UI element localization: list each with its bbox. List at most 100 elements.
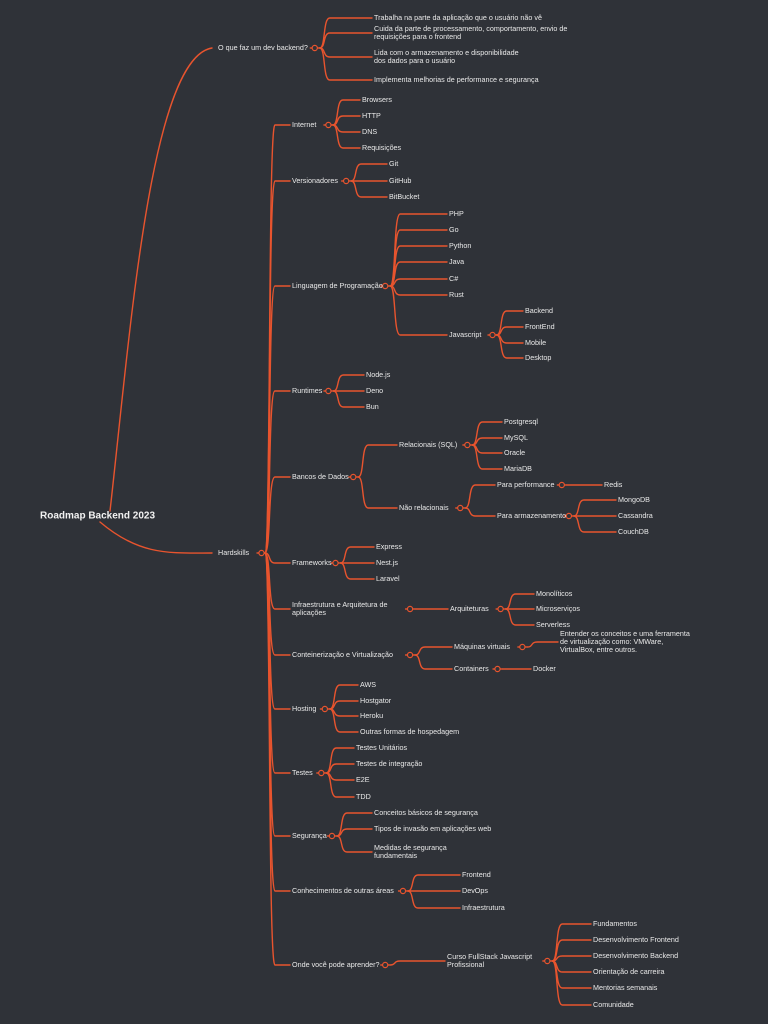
collapse-knob-nao-relacionais[interactable] [457, 504, 464, 512]
edge-relacionais [357, 444, 398, 478]
edge-express [339, 546, 375, 564]
collapse-knob-internet[interactable] [325, 121, 332, 129]
node-mongodb: MongoDB [618, 495, 650, 504]
edge-git [350, 163, 388, 182]
node-orientacao: Orientação de carreira [593, 967, 665, 976]
node-postgresql: Postgresql [504, 417, 538, 426]
edge-containers [414, 654, 453, 670]
node-express: Express [376, 542, 402, 551]
node-hosting: Hosting [292, 704, 316, 713]
collapse-knob-containers[interactable] [494, 665, 501, 673]
edge-o-que-faz [109, 47, 213, 512]
node-git: Git [389, 159, 398, 168]
edge-mysql [471, 437, 503, 446]
node-laravel: Laravel [376, 574, 400, 583]
node-integracao: Testes de integração [356, 759, 422, 768]
collapse-knob-conhecimentos[interactable] [399, 887, 407, 895]
collapse-knob-maquinas-virtuais[interactable] [519, 643, 526, 651]
node-devops: DevOps [462, 886, 488, 895]
edge-hardskills [99, 521, 213, 554]
node-monoliticos: Monolíticos [536, 589, 573, 598]
edge-tipos-invasao [336, 828, 373, 837]
node-linguagem: Linguagem de Programação [292, 281, 383, 290]
collapse-knob-testes[interactable] [318, 769, 325, 777]
collapse-knob-linguagem[interactable] [382, 282, 389, 290]
node-requisicoes: Requisições [362, 143, 402, 152]
node-mentorias: Mentorias semanais [593, 983, 658, 992]
node-bun: Bun [366, 402, 379, 411]
edge-java [389, 261, 448, 287]
collapse-knob-para-armazenamento[interactable] [565, 512, 573, 520]
collapse-knob-curso[interactable] [544, 957, 551, 965]
collapse-knob-hardskills[interactable] [258, 549, 265, 557]
edge-cuida [319, 32, 373, 49]
edge-implementa [319, 47, 373, 81]
node-mobile: Mobile [525, 338, 546, 347]
node-cassandra: Cassandra [618, 511, 653, 520]
node-arquiteturas: Arquiteturas [450, 604, 489, 613]
node-bancos: Bancos de Dados [292, 472, 349, 481]
node-dev-frontend: Desenvolvimento Frontend [593, 935, 679, 944]
edge-python [389, 245, 448, 287]
edge-go [389, 229, 448, 287]
node-infra: Infraestrutura [462, 903, 505, 912]
collapse-knob-hosting[interactable] [321, 705, 329, 713]
collapse-knob-javascript[interactable] [489, 331, 496, 339]
edge-nao-relacionais [357, 476, 398, 509]
node-aws: AWS [360, 680, 376, 689]
node-github: GitHub [389, 176, 411, 185]
node-browsers: Browsers [362, 95, 392, 104]
edge-couchdb [573, 515, 617, 533]
collapse-knob-infraestrutura[interactable] [406, 605, 414, 613]
node-redis: Redis [604, 480, 623, 489]
edge-javascript [389, 285, 448, 336]
node-frontend: FrontEnd [525, 322, 555, 331]
edge-laravel [339, 562, 375, 580]
node-onde-aprender: Onde você pode aprender? [292, 960, 380, 969]
collapse-knob-seguranca[interactable] [328, 832, 336, 840]
node-microservicos: Microserviços [536, 604, 580, 613]
node-conceitos: Conceitos básicos de segurança [374, 808, 478, 817]
collapse-knob-runtimes[interactable] [325, 387, 332, 395]
node-versionadores: Versionadores [292, 176, 338, 185]
collapse-knob-o-que-faz[interactable] [311, 44, 318, 52]
collapse-knob-para-performance[interactable] [558, 481, 566, 489]
node-csharp: C# [449, 274, 458, 283]
collapse-knob-versionadores[interactable] [342, 177, 350, 185]
edge-comunidade [551, 960, 592, 1006]
node-http: HTTP [362, 111, 381, 120]
collapse-knob-relacionais[interactable] [464, 441, 471, 449]
node-nestjs: Nest.js [376, 558, 398, 567]
node-deno: Deno [366, 386, 383, 395]
node-internet: Internet [292, 120, 316, 129]
edge-ca-frontend [407, 874, 461, 892]
collapse-knob-frameworks[interactable] [332, 559, 339, 567]
node-implementa: Implementa melhorias de performance e se… [374, 75, 539, 84]
collapse-knob-conteinerizacao[interactable] [406, 651, 414, 659]
node-javascript: Javascript [449, 330, 481, 339]
node-conteinerizacao: Conteinerização e Virtualização [292, 650, 393, 659]
node-maquinas-virtuais: Máquinas virtuais [454, 642, 510, 651]
node-hostgator: Hostgator [360, 696, 392, 705]
node-seguranca: Segurança [292, 831, 327, 840]
edge-entender [526, 641, 559, 648]
edge-para-armazenamento [464, 507, 496, 517]
node-unitarios: Testes Unitários [356, 743, 408, 752]
edge-infra [407, 890, 461, 909]
node-cuida: Cuida da parte de processamento, comport… [374, 24, 567, 41]
collapse-knob-bancos[interactable] [350, 473, 357, 481]
node-o-que-faz: O que faz um dev backend? [218, 43, 308, 52]
edge-monoliticos [504, 593, 535, 610]
edge-csharp [389, 278, 448, 287]
node-heroku: Heroku [360, 711, 383, 720]
node-relacionais: Relacionais (SQL) [399, 440, 457, 449]
edge-curso [389, 960, 446, 966]
collapse-knob-onde-aprender[interactable] [382, 961, 389, 969]
collapse-knob-arquiteturas[interactable] [497, 605, 504, 613]
edge-outras-formas [329, 708, 359, 733]
edge-serverless [504, 608, 535, 626]
node-oracle: Oracle [504, 448, 525, 457]
edge-bancos [264, 476, 291, 554]
